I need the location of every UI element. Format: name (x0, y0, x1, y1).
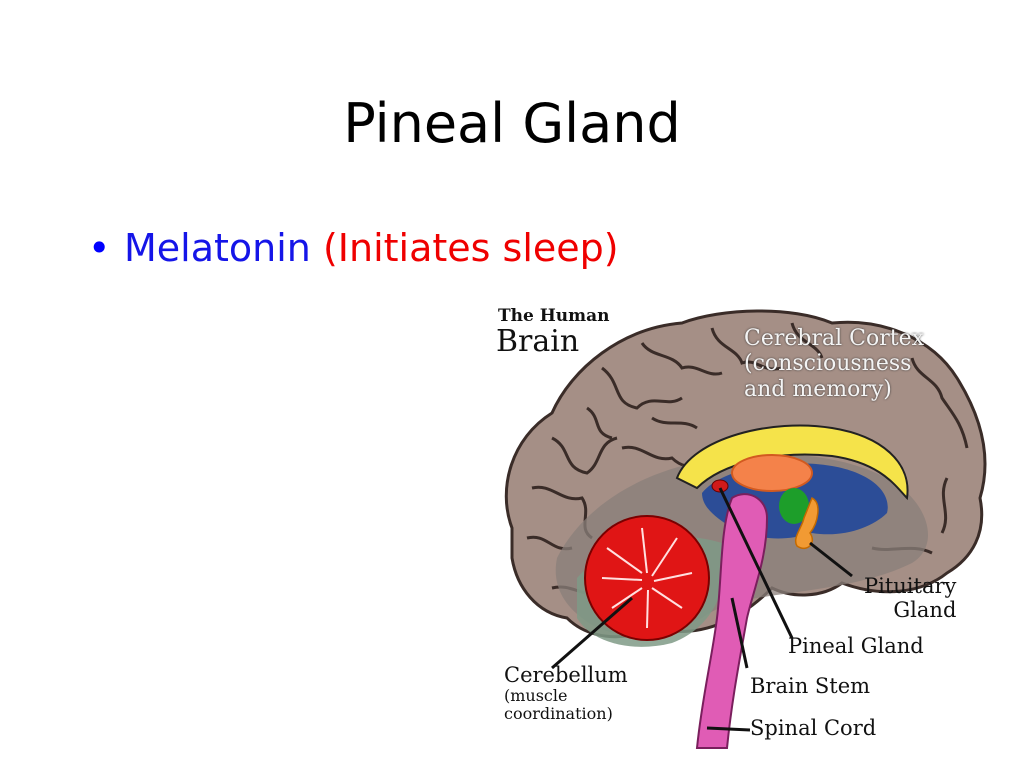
slide-title: Pineal Gland (343, 92, 681, 155)
brain-diagram: The Human Brain Cerebral Cortex (conscio… (492, 298, 992, 758)
bullet-term: Melatonin (124, 226, 311, 270)
hypothalamus-shape (779, 488, 809, 524)
pituitary-shape (794, 496, 819, 550)
cerebellum-shape (584, 515, 710, 641)
figure-heading-small: The Human (498, 306, 610, 326)
bullet-item: • Melatonin (Initiates sleep) (88, 226, 619, 272)
pineal-gland-shape (711, 479, 729, 493)
brain-stem-shape (695, 493, 769, 749)
label-pituitary-gland: Pituitary Gland (864, 574, 957, 623)
label-brain-stem: Brain Stem (750, 674, 871, 698)
figure-heading-large: Brain (496, 324, 580, 359)
thalamus-shape (731, 454, 813, 492)
label-pointers (551, 487, 853, 732)
brain-illustration (504, 309, 987, 749)
bullet-note: (Initiates sleep) (322, 226, 619, 270)
label-spinal-cord: Spinal Cord (750, 716, 877, 740)
label-cerebellum: Cerebellum (muscle coordination) (504, 663, 628, 723)
label-pineal-gland: Pineal Gland (788, 634, 924, 658)
label-cerebral-cortex: Cerebral Cortex (consciousness and memor… (744, 326, 924, 402)
bullet-symbol: • (88, 226, 111, 270)
